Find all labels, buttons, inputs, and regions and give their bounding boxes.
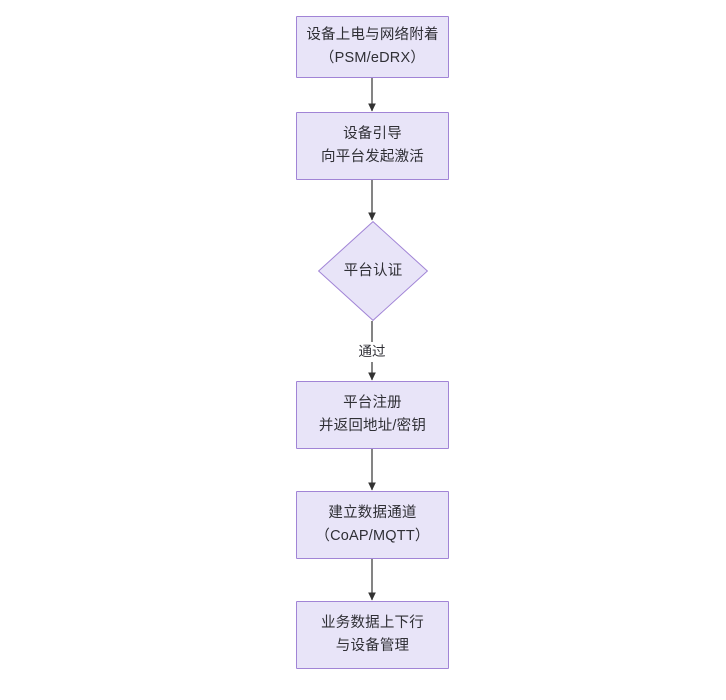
decision-diamond-shape [318, 221, 428, 321]
flow-node-n1[interactable]: 设备上电与网络附着 （PSM/eDRX） [296, 16, 449, 78]
flow-node-label: 设备引导 向平台发起激活 [321, 126, 424, 165]
flow-node-label: 平台注册 并返回地址/密钥 [318, 395, 427, 434]
flow-node-label: 设备上电与网络附着 （PSM/eDRX） [306, 27, 439, 66]
flow-node-n6[interactable]: 业务数据上下行 与设备管理 [296, 601, 449, 669]
flow-node-label: 平台认证 [343, 262, 403, 279]
flow-edge-label: 通过 [354, 342, 390, 362]
flow-node-n3[interactable]: 平台认证 [318, 221, 428, 321]
flow-node-n5[interactable]: 建立数据通道 （CoAP/MQTT） [296, 491, 449, 559]
flow-node-label: 建立数据通道 （CoAP/MQTT） [315, 505, 430, 544]
flow-node-label: 业务数据上下行 与设备管理 [321, 615, 424, 654]
flow-node-n4[interactable]: 平台注册 并返回地址/密钥 [296, 381, 449, 449]
flow-node-n2[interactable]: 设备引导 向平台发起激活 [296, 112, 449, 180]
